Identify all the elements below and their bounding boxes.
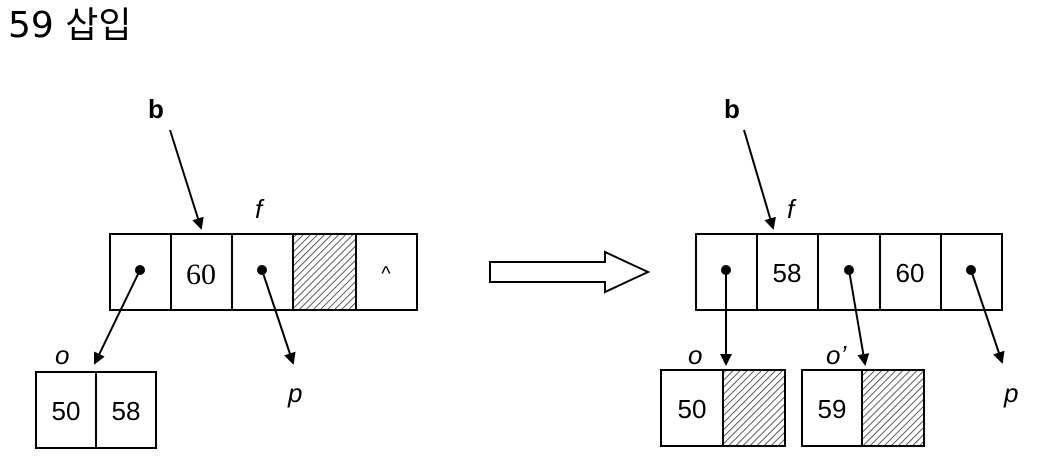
after-leaf-o-prime: 59 (801, 369, 925, 447)
node-cell-key (170, 233, 233, 311)
pointer-b-label: b (148, 94, 164, 124)
pointer-o-label: o (688, 340, 702, 370)
leaf-cell (801, 369, 863, 447)
pointer-p-arrow (261, 269, 296, 365)
pointer-o-prime-label: o’ (826, 340, 847, 370)
pointer-p-label: p (1003, 378, 1018, 408)
before-leaf: 50 58 (35, 371, 157, 449)
node-cell-empty-hatched (292, 233, 357, 311)
leaf-cell (35, 371, 97, 449)
pointer-b-arrow (169, 129, 204, 230)
node-key-58: 58 (773, 258, 802, 288)
before-diagram: b f 60 ^ o p 50 58 (35, 94, 418, 449)
pointer-f-label: f (255, 194, 265, 224)
null-caret: ^ (381, 263, 391, 285)
pointer-b-arrow (743, 129, 776, 230)
node-cell-key (756, 233, 819, 311)
leaf-cell (95, 371, 157, 449)
pointer-b-label: b (724, 94, 740, 124)
after-leaf-o: 50 (660, 369, 786, 447)
pointer-o-arrow (93, 269, 141, 365)
node-cell-key (879, 233, 942, 311)
node-cell-null (355, 233, 418, 311)
pointer-p-arrow (970, 269, 1005, 364)
pointer-o-label: o (55, 340, 69, 370)
after-diagram: b f 58 60 o o’ p 50 (660, 94, 1018, 447)
pointer-o-prime-arrow (848, 269, 870, 366)
after-node: 58 60 (695, 233, 1003, 311)
leaf-key-59: 59 (818, 394, 847, 424)
leaf-key-50: 50 (678, 394, 707, 424)
transition-arrow (489, 250, 651, 294)
before-node: 60 ^ (109, 233, 418, 311)
leaf-key-58: 58 (112, 396, 141, 426)
leaf-cell-empty-hatched (861, 369, 925, 447)
pointer-p-label: p (287, 378, 302, 408)
leaf-key-50: 50 (52, 396, 81, 426)
leaf-cell-empty-hatched (722, 369, 786, 447)
node-key-60: 60 (186, 258, 216, 291)
page-title: 59 삽입 (8, 5, 132, 46)
pointer-f-label: f (787, 194, 797, 224)
node-key-60: 60 (896, 258, 925, 288)
leaf-cell (660, 369, 724, 447)
